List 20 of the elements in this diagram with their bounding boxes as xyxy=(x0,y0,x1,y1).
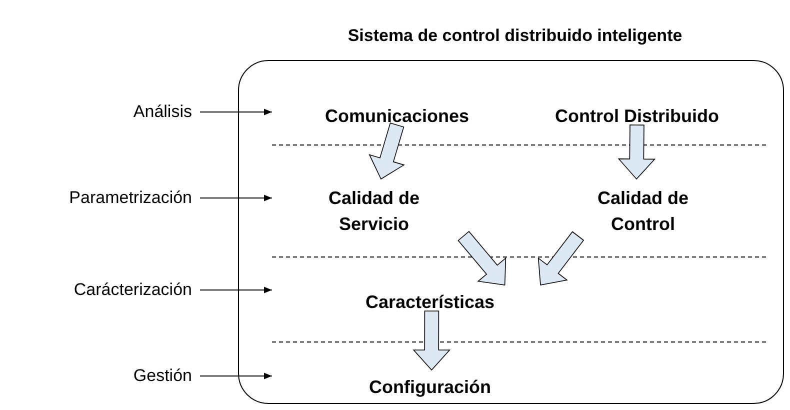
arrow xyxy=(200,194,272,202)
block-arrow xyxy=(368,122,405,180)
stage-item-label: Calidad de Control xyxy=(596,187,690,236)
arrow xyxy=(200,108,272,116)
block-arrow xyxy=(538,231,584,286)
phase-label: Análisis xyxy=(132,101,192,123)
phase-label: Parametrización xyxy=(68,187,192,209)
stage-item-label: Características xyxy=(364,291,496,314)
stage-item-label: Comunicaciones xyxy=(324,105,470,128)
arrow xyxy=(200,372,272,380)
stage-item-label: Configuración xyxy=(368,376,492,399)
stage-item-label: Control Distribuido xyxy=(554,105,720,128)
block-arrow xyxy=(412,310,451,371)
phase-label: Carácterización xyxy=(72,279,192,301)
block-arrow xyxy=(618,124,656,180)
diagram-title: Sistema de control distribuido inteligente xyxy=(346,26,684,46)
block-arrow xyxy=(458,230,506,286)
phase-label: Gestión xyxy=(132,365,192,387)
arrow xyxy=(200,286,272,294)
stage-item-label: Calidad de Servicio xyxy=(327,187,421,236)
